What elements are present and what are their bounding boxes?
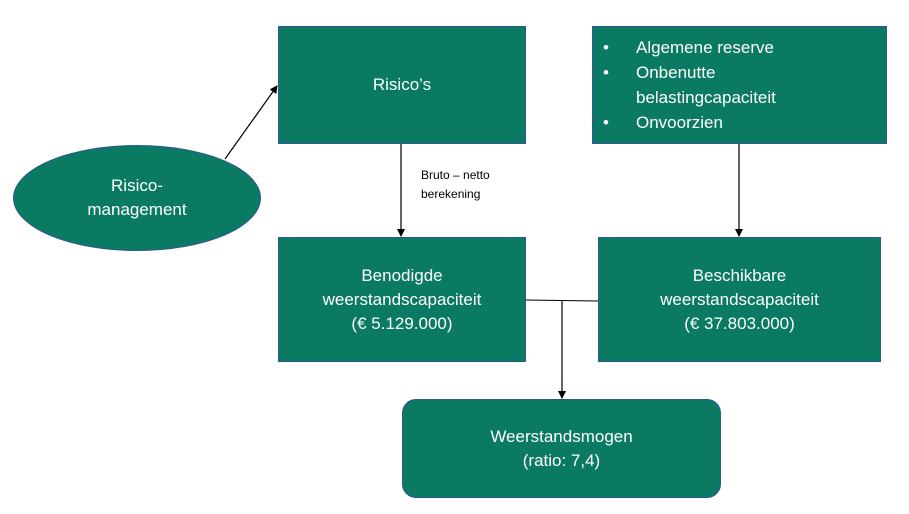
edge-label-line: Bruto – netto [421,168,490,182]
node-resources-list: • Algemene reserve • Onbenutte belasting… [592,26,887,144]
node-label-line: Risico- [111,176,163,195]
node-benodigde-weerstandscapaciteit: Benodigde weerstandscapaciteit (€ 5.129.… [278,237,526,362]
edge-label-line: berekening [421,187,481,201]
node-risicomanagement: Risico- management [13,145,261,251]
list-item-text: Algemene reserve [636,38,774,57]
bullet-icon: • [603,38,609,57]
list-item: • Algemene reserve [601,35,836,60]
list-item-text: Onbenutte belastingcapaciteit [636,63,776,107]
node-beschikbare-weerstandscapaciteit: Beschikbare weerstandscapaciteit (€ 37.8… [598,237,881,362]
connector-benodigd-beschikbaar [525,299,599,302]
node-ratio-value: (ratio: 7,4) [522,450,601,470]
node-label-line: Risico’s [372,75,432,94]
node-label-line: weerstandscapaciteit [660,289,819,309]
node-label-line: weerstandscapaciteit [322,289,482,309]
node-label-line: Beschikbare [692,265,787,285]
bullet-icon: • [603,113,609,132]
edge-label-bruto-netto: Bruto – netto berekening [421,166,490,204]
list-item: • Onvoorzien [601,110,836,135]
node-risicos: Risico’s [278,26,526,144]
list-item: • Onbenutte belastingcapaciteit [601,60,836,110]
node-amount: (€ 37.803.000) [684,313,795,333]
node-weerstandsvermogen-ratio: Weerstandsmogen (ratio: 7,4) [402,399,721,498]
list-item-text: Onvoorzien [636,113,723,132]
node-label-line: Weerstandsmogen [490,426,633,446]
bullet-icon: • [603,63,609,82]
node-label-line: Benodigde [361,265,443,285]
node-label-line: management [87,200,187,219]
arrow-management-to-risicos [224,85,278,160]
node-amount: (€ 5.129.000) [351,313,453,333]
resources-bullet-list: • Algemene reserve • Onbenutte belasting… [601,35,836,135]
